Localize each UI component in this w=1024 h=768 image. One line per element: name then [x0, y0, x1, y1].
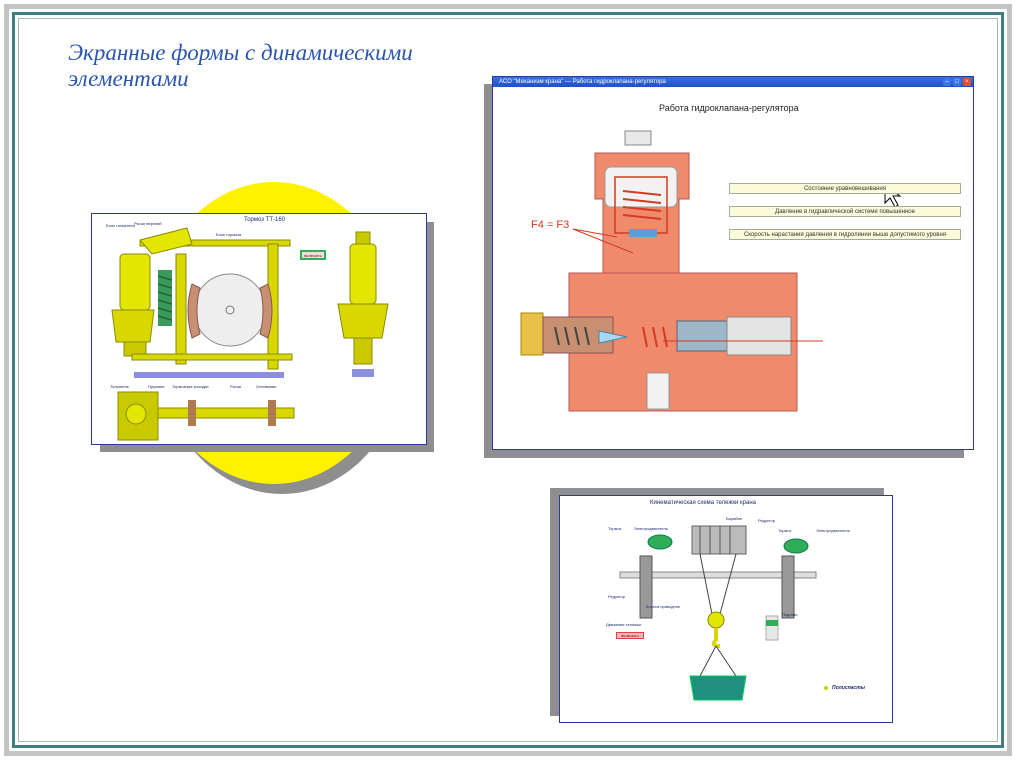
brake-shoe-right: [259, 283, 273, 339]
kin-label-motor-left: Электродвигатель: [634, 526, 668, 531]
kin-label-reducer-bottom: Редуктор: [608, 594, 625, 599]
brake-pusher-cylinder: [119, 253, 151, 311]
status-button-pressure-rate[interactable]: Скорость нарастания давления в гидролини…: [729, 229, 961, 240]
label-base: Основание: [256, 384, 277, 389]
slide-title: Экранные формы с динамическими элементам…: [68, 40, 413, 91]
kin-load: [689, 675, 747, 701]
kinematic-form-window: Кинематическая схема тележки крана Бараб…: [559, 495, 893, 723]
brake-side-body: [337, 303, 389, 339]
label-lever: Рычаг: [230, 384, 242, 389]
kin-rope-right: [719, 553, 737, 615]
label-block-pushers: Блок толкателя: [106, 223, 135, 228]
brake-plan-shoe-b: [268, 400, 276, 426]
valve-right-spring: [642, 326, 668, 348]
brake-side-stem: [353, 337, 373, 365]
brake-spring-coils: [157, 275, 173, 321]
hydro-heading: Работа гидроклапана-регулятора: [659, 103, 799, 113]
kin-frame-beam: [619, 571, 817, 579]
kin-sling-left: [699, 645, 717, 677]
force-arrow-f3: [572, 228, 634, 254]
brake-spring: [158, 270, 172, 326]
hydro-form-window: АСО "Механизм крана" — Работа гидроклапа…: [492, 76, 974, 450]
kin-label-lift: Поднять: [782, 612, 798, 617]
hydro-valve-diagram: [520, 130, 902, 412]
kin-label-drum: Барабан: [726, 516, 742, 521]
brake-plan-wheel: [125, 403, 147, 425]
kin-label-brake-left: Тормоз: [608, 526, 622, 531]
kinematic-title: Кинематическая схема тележки крана: [650, 500, 756, 506]
valve-left-spring: [554, 326, 590, 346]
label-brake-shoes: Тормозные колодки: [172, 384, 209, 389]
label-brake-block: Блок тормоза: [216, 232, 242, 237]
valve-top-cap: [624, 130, 652, 146]
force-arrow-f4: [572, 228, 618, 238]
hydro-window-titlebar: АСО "Механизм крана" — Работа гидроклапа…: [493, 77, 973, 87]
brake-diagram: [111, 227, 389, 441]
brake-shoe-left: [187, 283, 201, 339]
valve-needle: [598, 330, 628, 344]
kin-drum: [691, 525, 747, 555]
kin-pulley-bullet: [824, 686, 828, 690]
brake-side-cylinder: [349, 243, 377, 305]
valve-lower-plug: [646, 372, 670, 410]
kin-hook-block: [707, 611, 725, 629]
brake-enable-button[interactable]: включить: [300, 250, 326, 260]
brake-form-window: Тормоз ТТ-160: [91, 213, 427, 445]
kin-label-reducer-top: Редуктор: [758, 518, 775, 523]
brake-plan-shoe-a: [188, 400, 196, 426]
kinematic-diagram: [619, 525, 828, 701]
slide-frame-inner: [18, 18, 998, 742]
kin-lift-indicator-fill: [766, 620, 778, 626]
brake-drum: [193, 273, 267, 347]
status-button-pressure-high[interactable]: Давление в гидравлической системе повыше…: [729, 206, 961, 217]
kin-hook: [711, 628, 721, 648]
brake-left-arm: [175, 253, 187, 365]
brake-upper-lever: [139, 239, 291, 247]
brake-lever-arm: [139, 227, 193, 255]
valve-piston: [629, 229, 657, 237]
kin-rope-left: [699, 553, 713, 615]
label-upper-lever: Рычаг верхний: [134, 221, 162, 226]
slide-frame-teal: [12, 12, 1004, 748]
kin-sling-right: [715, 645, 737, 677]
status-button-equilibrium[interactable]: Состояние уравновешивания: [729, 183, 961, 194]
valve-right-spool: [676, 320, 728, 352]
kin-label-motor-right: Электродвигатель: [816, 528, 850, 533]
kin-motor-left: [647, 534, 673, 550]
kin-enable-button[interactable]: включить: [616, 632, 644, 639]
brake-base-plate: [134, 372, 284, 378]
hydro-formula: F4 = F3: [531, 219, 570, 231]
close-icon[interactable]: ×: [963, 78, 971, 86]
kin-lift-indicator: [765, 615, 779, 641]
valve-spring-coils: [622, 190, 662, 220]
label-spring: Пружина: [148, 384, 165, 389]
kin-left-wheel: [639, 555, 653, 619]
brake-form-title: Тормоз ТТ-160: [244, 217, 286, 223]
brake-side-base: [352, 369, 374, 377]
kin-label-drive-wheel: Колеса приводное: [646, 604, 681, 609]
brake-pusher-body: [111, 309, 155, 343]
label-pusher: Толкатель: [110, 384, 129, 389]
hydro-window-title: АСО "Механизм крана" — Работа гидроклапа…: [499, 79, 666, 85]
brake-lower-rod: [131, 353, 293, 361]
minimize-icon[interactable]: –: [943, 78, 951, 86]
valve-left-nut: [520, 312, 544, 356]
brake-side-cap: [355, 231, 371, 245]
brake-plan-rod: [157, 407, 295, 419]
brake-drum-hub: [225, 305, 235, 315]
kin-right-wheel: [781, 555, 795, 619]
kin-motor-right: [783, 538, 809, 554]
maximize-icon[interactable]: □: [953, 78, 961, 86]
valve-right-cylinder: [726, 316, 792, 356]
kin-label-brake-right: Тормоз: [778, 528, 792, 533]
kin-drum-grooves: [699, 526, 731, 554]
kin-label-pulley-blocks[interactable]: Полиспасты: [832, 685, 865, 691]
kin-label-trolley-motion: Движение тележки: [606, 622, 641, 627]
slide-frame-outer: [4, 4, 1012, 756]
